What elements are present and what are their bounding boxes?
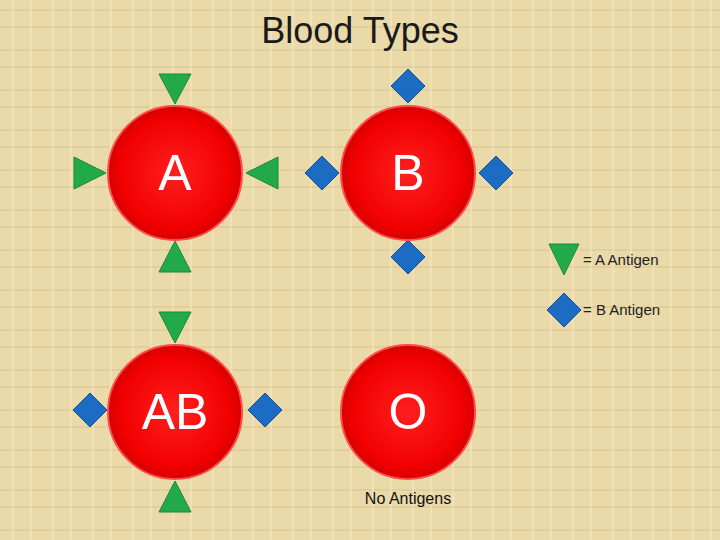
b-antigen (305, 156, 339, 190)
blood-type-cell: A (107, 105, 243, 241)
a-antigen (159, 241, 191, 272)
a-antigen (74, 157, 106, 189)
red-blood-cell (108, 106, 242, 240)
a-antigen (246, 157, 278, 189)
a-antigen (159, 74, 191, 104)
red-blood-cell (341, 345, 475, 479)
legend-b-antigen (547, 293, 581, 327)
b-antigen (73, 393, 107, 427)
red-blood-cell (341, 106, 475, 240)
diagram-title: Blood Types (0, 10, 720, 52)
blood-type-cell: ONo Antigens (340, 344, 476, 480)
legend-a-antigen (549, 244, 579, 275)
b-antigen (391, 240, 425, 274)
blood-type-cell: AB (107, 344, 243, 480)
antigen-note: No Antigens (300, 490, 516, 508)
blood-type-label: O (340, 344, 476, 480)
blood-type-label: AB (107, 344, 243, 480)
blood-type-cell: B (340, 105, 476, 241)
a-antigen (159, 481, 191, 512)
b-antigen (391, 69, 425, 103)
legend-entry: = B Antigen (583, 301, 660, 318)
red-blood-cell (108, 345, 242, 479)
b-antigen (248, 393, 282, 427)
blood-type-label: B (340, 105, 476, 241)
legend-entry: = A Antigen (583, 251, 659, 268)
blood-type-label: A (107, 105, 243, 241)
a-antigen (159, 312, 191, 343)
b-antigen (479, 156, 513, 190)
